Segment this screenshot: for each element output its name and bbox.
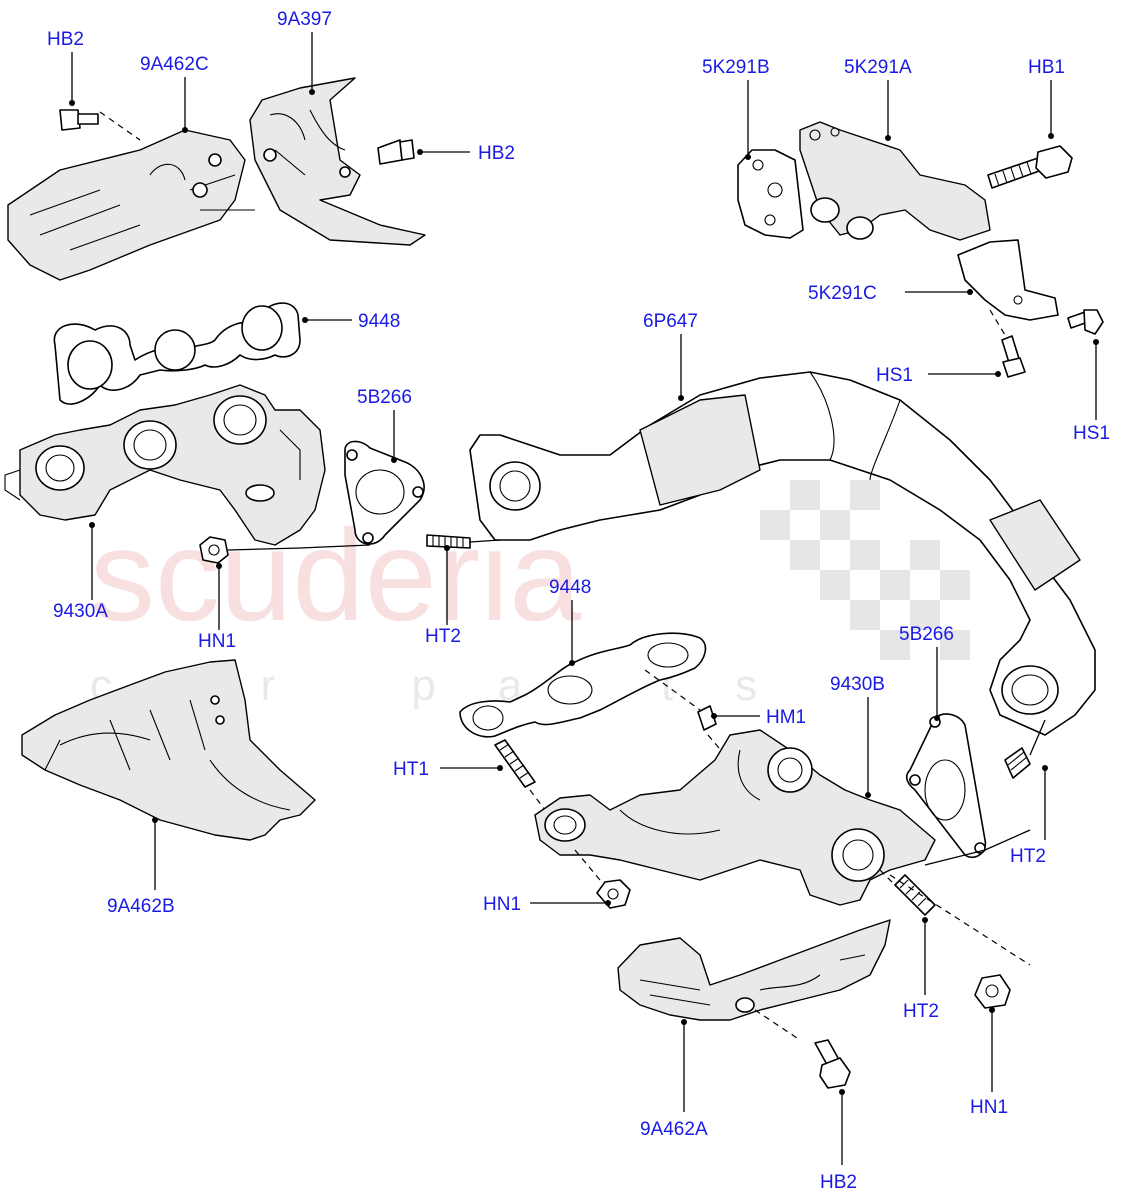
nut-hn1-lower-right xyxy=(889,874,1031,1009)
nut-hn1-middle xyxy=(574,849,631,909)
label-hb2-bottom: HB2 xyxy=(820,1172,857,1193)
callout-labels: HB2 9A462C 9A397 HB2 5K291B 5K291A HB1 5… xyxy=(47,9,1110,1193)
label-ht2-right: HT2 xyxy=(1010,846,1046,867)
label-ht2-left: HT2 xyxy=(425,626,461,647)
label-hs1-right: HS1 xyxy=(1073,423,1110,444)
bolt-hb2-top-left xyxy=(59,109,141,141)
bolt-hb2-middle xyxy=(377,139,415,165)
stud-ht2-lower xyxy=(879,869,936,916)
label-6p647: 6P647 xyxy=(643,311,698,332)
label-hb2-top-left: HB2 xyxy=(47,29,84,50)
label-hm1: HM1 xyxy=(766,707,806,728)
bracket-5k291c xyxy=(957,239,1059,336)
label-hn1-middle: HN1 xyxy=(483,894,521,915)
label-ht1: HT1 xyxy=(393,759,429,780)
gasket-5b266-left xyxy=(344,440,425,545)
label-9a462b: 9A462B xyxy=(107,896,175,917)
bolt-hb2-bottom xyxy=(814,1039,851,1089)
stud-ht1 xyxy=(494,739,546,811)
label-9a462c: 9A462C xyxy=(140,54,209,75)
heat-shield-9a397 xyxy=(249,77,426,246)
bracket-5k291a xyxy=(799,121,991,241)
label-hn1-left: HN1 xyxy=(198,631,236,652)
label-5k291c: 5K291C xyxy=(808,283,877,304)
bolt-hb1 xyxy=(987,145,1073,189)
spacer-hm1 xyxy=(697,705,726,756)
label-5b266-right: 5B266 xyxy=(899,624,954,645)
screw-hs1-lower xyxy=(1001,335,1026,378)
callout-leaders xyxy=(69,32,1099,1165)
gasket-9448-left xyxy=(53,302,301,405)
bracket-5k291b xyxy=(737,149,804,239)
watermark-checker xyxy=(760,480,970,660)
gasket-5b266-right xyxy=(905,713,1031,866)
manifold-9430b xyxy=(534,729,936,906)
heat-shield-9a462a xyxy=(617,919,891,1041)
label-9430a: 9430A xyxy=(53,601,108,622)
label-9448-right: 9448 xyxy=(549,577,591,598)
label-9a397: 9A397 xyxy=(277,9,332,30)
label-hn1-lower-right: HN1 xyxy=(970,1097,1008,1118)
label-hb1: HB1 xyxy=(1028,57,1065,78)
label-9a462a: 9A462A xyxy=(640,1119,708,1140)
gasket-9448-right xyxy=(459,632,707,738)
manifold-9430a xyxy=(4,384,326,546)
label-9448-left: 9448 xyxy=(358,311,400,332)
nut-hn1-left xyxy=(199,536,229,564)
label-5k291a: 5K291A xyxy=(844,57,912,78)
label-hb2-middle: HB2 xyxy=(478,143,515,164)
label-5b266-left: 5B266 xyxy=(357,387,412,408)
label-hs1-lower: HS1 xyxy=(876,365,913,386)
heat-shield-9a462c xyxy=(7,129,255,281)
heat-shield-9a462b xyxy=(21,659,316,841)
screw-hs1-right xyxy=(1067,309,1104,335)
label-5k291b: 5K291B xyxy=(702,57,770,78)
downpipe-6p647 xyxy=(469,371,1096,736)
label-9430b: 9430B xyxy=(830,674,885,695)
stud-ht2-right xyxy=(1004,719,1046,779)
label-ht2-lower: HT2 xyxy=(903,1001,939,1022)
